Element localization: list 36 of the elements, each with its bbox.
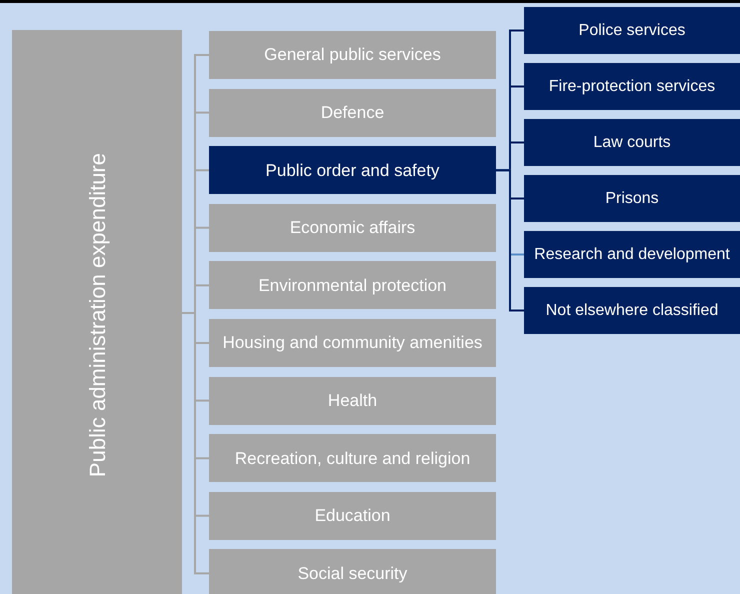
category-box	[524, 175, 740, 222]
connector-line	[182, 312, 209, 574]
category-box	[209, 434, 496, 482]
category-box	[209, 549, 496, 594]
category-box	[209, 492, 496, 540]
category-label: Social security	[298, 562, 408, 584]
root-label: Public administration expenditure	[84, 152, 110, 478]
category-label: Prisons	[605, 188, 659, 208]
category-box	[524, 119, 740, 166]
category-label: General public services	[264, 44, 441, 66]
category-box	[524, 287, 740, 334]
category-label: Recreation, culture and religion	[234, 448, 470, 469]
category-box	[209, 261, 496, 310]
category-label: Economic affairs	[290, 217, 416, 238]
category-label: Defence	[320, 102, 384, 124]
category-label: Public order and safety	[266, 160, 440, 181]
category-box	[524, 63, 740, 110]
category-box	[524, 231, 740, 278]
category-label: Not elsewhere classified	[546, 300, 718, 320]
category-label: Environmental protection	[258, 274, 447, 296]
category-label: Health	[328, 390, 378, 412]
category-label: Law courts	[593, 132, 671, 152]
root-box	[12, 30, 182, 594]
category-label: Police services	[578, 20, 686, 40]
category-box	[524, 7, 740, 54]
category-label: Fire-protection services	[548, 76, 716, 96]
category-box	[209, 376, 496, 425]
category-label: Education	[314, 505, 390, 526]
category-box	[209, 31, 496, 79]
category-box	[209, 146, 496, 194]
category-label: Research and development	[534, 244, 730, 264]
category-label: Housing and community amenities	[222, 332, 482, 354]
category-box	[209, 204, 496, 252]
connector-line	[496, 169, 524, 312]
category-box	[209, 88, 496, 137]
category-box	[209, 319, 496, 367]
